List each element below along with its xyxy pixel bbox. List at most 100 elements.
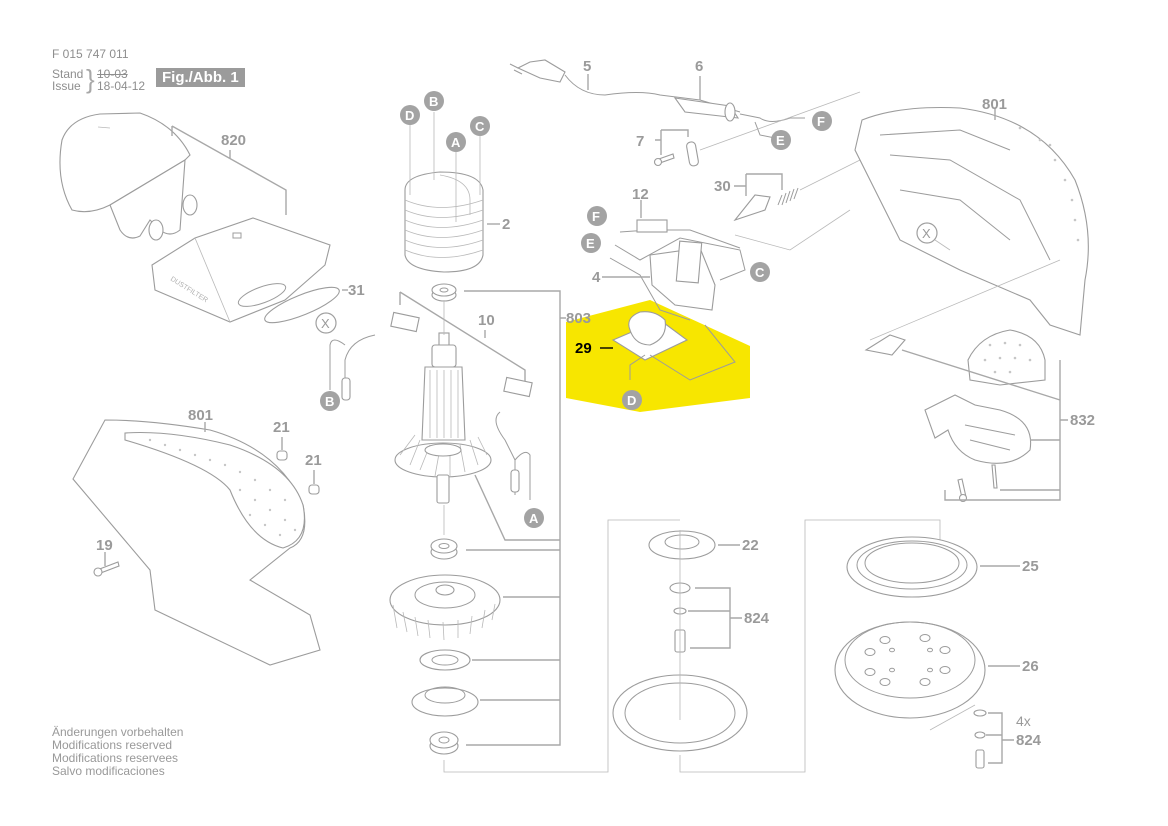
brake-ring-25[interactable]: [846, 536, 978, 598]
connector-A-coil: A: [446, 132, 466, 152]
dust-box[interactable]: DUSTFILTER: [151, 217, 331, 323]
part-label-7[interactable]: 7: [636, 133, 644, 150]
front-grip-pad[interactable]: [967, 329, 1046, 386]
part-label-19[interactable]: 19: [96, 537, 113, 554]
bearing-flange-22[interactable]: [648, 530, 716, 560]
rubber-bumper-2[interactable]: [308, 484, 320, 495]
part-label-22[interactable]: 22: [742, 537, 759, 554]
svg-text:D: D: [405, 108, 414, 123]
footer-line-en: Modifications reserved: [52, 738, 173, 752]
dust-box-cover[interactable]: [59, 112, 198, 241]
part-label-5[interactable]: 5: [583, 58, 591, 75]
part-quantity-4x: 4x: [1016, 713, 1031, 729]
switch[interactable]: [609, 229, 746, 321]
svg-text:B: B: [429, 94, 438, 109]
field-coil-2[interactable]: [404, 171, 484, 273]
issue-value: 18-04-12: [97, 79, 146, 93]
svg-text:F: F: [817, 114, 825, 129]
svg-text:E: E: [586, 236, 595, 251]
connector-B-coil: B: [424, 91, 444, 111]
part-label-801-left[interactable]: 801: [188, 407, 213, 424]
pad-screw[interactable]: [975, 749, 985, 769]
connector-F-cable: F: [812, 111, 832, 131]
reference-x-label-1: X: [321, 316, 330, 331]
svg-text:C: C: [475, 119, 485, 134]
front-cover[interactable]: [924, 394, 1032, 464]
bearing-top[interactable]: [431, 283, 457, 302]
reference-x-circle-1: [315, 312, 337, 334]
connector-F-switch: F: [587, 206, 607, 226]
connector-C-switch: C: [750, 262, 770, 282]
footer-line-de: Änderungen vorbehalten: [52, 725, 184, 739]
stand-label: Stand: [52, 67, 84, 81]
svg-text:E: E: [776, 133, 785, 148]
pad-washer[interactable]: [973, 709, 987, 717]
capacitor-12[interactable]: [636, 219, 668, 233]
rubber-bumper-1[interactable]: [276, 450, 288, 461]
connector-E-cable: E: [771, 130, 791, 150]
housing-half-right[interactable]: [854, 106, 1089, 336]
cable-clamp[interactable]: [686, 141, 699, 167]
seal-ring-31[interactable]: [261, 281, 343, 330]
part-label-832[interactable]: 832: [1070, 412, 1095, 429]
bearing-bottom[interactable]: [429, 731, 459, 755]
power-cable[interactable]: [509, 59, 805, 139]
part-label-30[interactable]: 30: [714, 178, 731, 195]
stand-value: 10-03: [97, 67, 128, 81]
pad-spring-washer[interactable]: [974, 731, 986, 739]
brace: }: [86, 64, 95, 94]
switch-slider[interactable]: [733, 194, 771, 222]
fan[interactable]: [389, 574, 501, 641]
issue-label: Issue: [52, 79, 81, 93]
bearing-middle[interactable]: [430, 538, 458, 560]
screw-19[interactable]: [93, 561, 120, 577]
svg-text:F: F: [592, 209, 600, 224]
part-label-2[interactable]: 2: [502, 216, 510, 233]
connector-A-brush: A: [524, 508, 544, 528]
front-cover-screw-2[interactable]: [991, 464, 998, 489]
bearing-housing[interactable]: [411, 686, 479, 717]
washer[interactable]: [419, 649, 471, 671]
part-label-21-a[interactable]: 21: [273, 419, 290, 436]
footer-notice: Änderungen vorbehalten Modifications res…: [52, 726, 183, 778]
part-29-highlight[interactable]: [566, 300, 750, 412]
figure-label: Fig./Abb. 1: [156, 68, 245, 87]
clamp-screw[interactable]: [653, 153, 675, 167]
part-label-824-b[interactable]: 824: [1016, 732, 1042, 749]
part-label-4[interactable]: 4: [592, 269, 601, 286]
document-number: F 015 747 011: [52, 47, 129, 61]
connector-B-brush: B: [320, 391, 340, 411]
armature[interactable]: [394, 332, 492, 504]
reference-x-label-2: X: [922, 226, 931, 241]
part-label-29[interactable]: 29: [575, 340, 592, 357]
carbon-brush-left[interactable]: [390, 311, 420, 333]
housing-half-left[interactable]: [72, 419, 321, 666]
carbon-brush-right[interactable]: [503, 376, 533, 398]
connector-E-switch: E: [581, 233, 601, 253]
sanding-pad-26[interactable]: [834, 621, 986, 719]
part-label-25[interactable]: 25: [1022, 558, 1039, 575]
reference-x-circle-2: [916, 222, 938, 244]
part-label-820[interactable]: 820: [221, 132, 246, 149]
spring[interactable]: [777, 187, 799, 206]
svg-text:C: C: [755, 265, 765, 280]
svg-text:A: A: [529, 511, 539, 526]
part-label-21-b[interactable]: 21: [305, 452, 322, 469]
front-cover-screw[interactable]: [957, 478, 968, 503]
svg-text:D: D: [627, 393, 636, 408]
part-label-803[interactable]: 803: [566, 310, 591, 327]
part-label-31[interactable]: 31: [348, 282, 365, 299]
part-label-824-a[interactable]: 824: [744, 610, 770, 627]
connector-D-coil: D: [400, 105, 420, 125]
part-label-6[interactable]: 6: [695, 58, 703, 75]
part-label-801-right[interactable]: 801: [982, 96, 1007, 113]
svg-text:A: A: [451, 135, 461, 150]
suppressor-part-29[interactable]: [611, 311, 736, 381]
connector-D-suppressor: D: [622, 390, 642, 410]
part-label-26[interactable]: 26: [1022, 658, 1039, 675]
part-label-10[interactable]: 10: [478, 312, 495, 329]
connector-C-coil: C: [470, 116, 490, 136]
part-label-12[interactable]: 12: [632, 186, 649, 203]
front-cover-clip[interactable]: [864, 334, 906, 356]
